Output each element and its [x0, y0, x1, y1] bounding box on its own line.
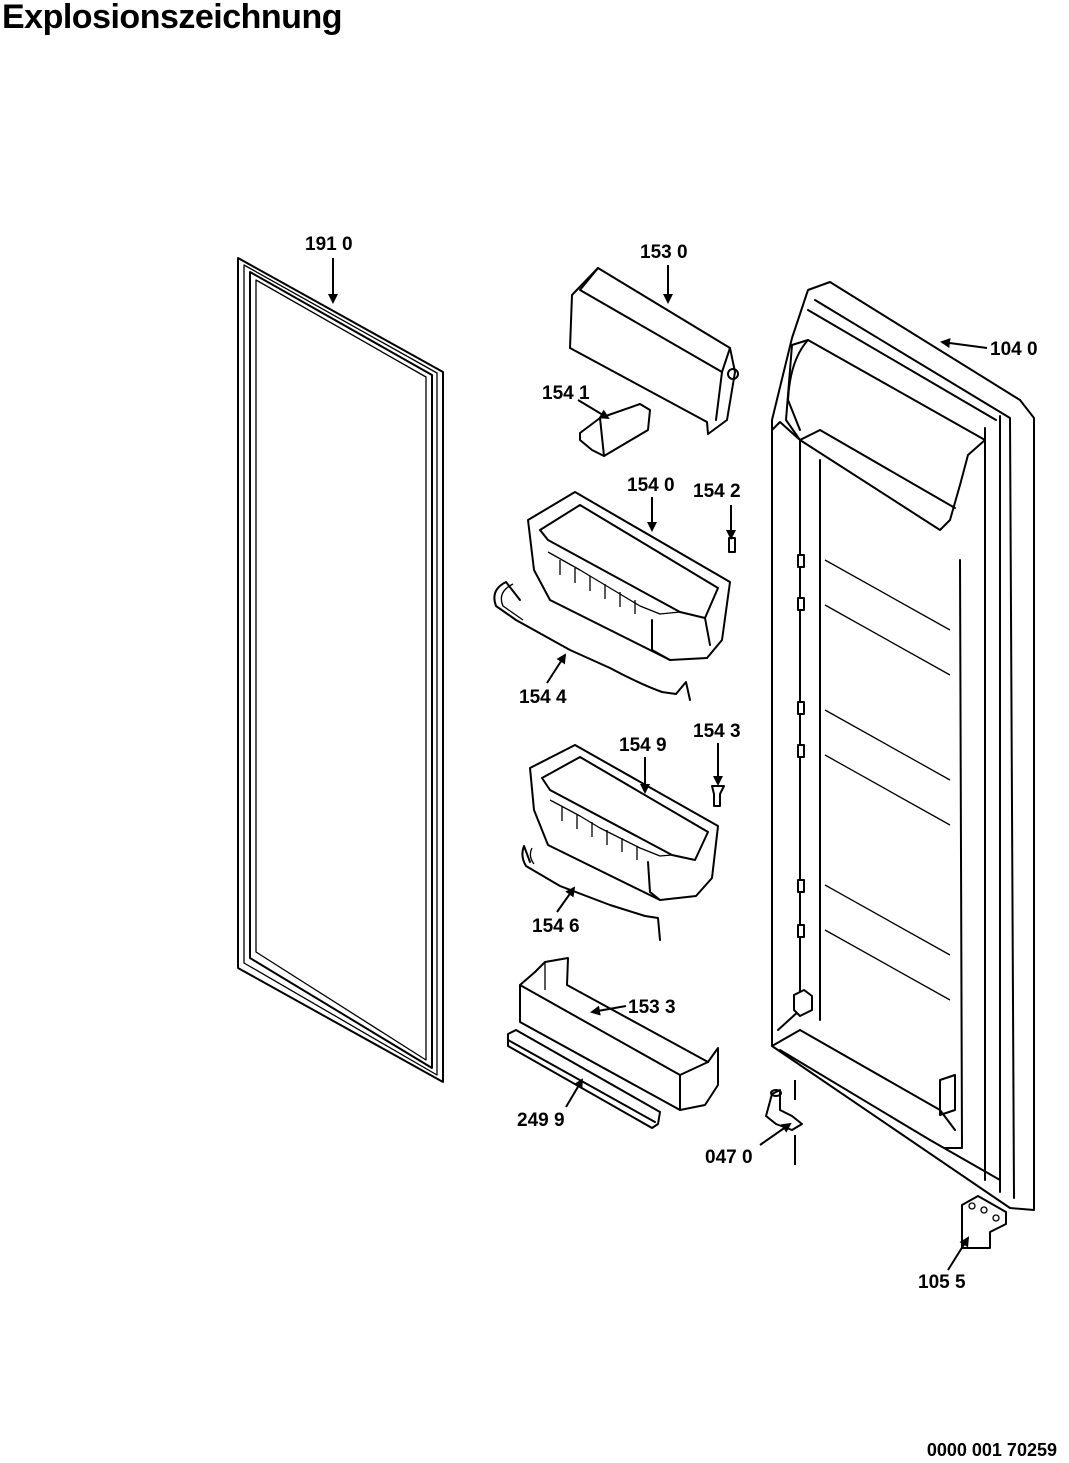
label-154-4: 154 4 [519, 687, 567, 708]
top-cover-part [569, 267, 739, 435]
door-shelf-middle-part [529, 744, 719, 901]
label-153-3: 153 3 [628, 997, 676, 1018]
label-154-3: 154 3 [693, 721, 741, 742]
label-047-0: 047 0 [705, 1147, 753, 1168]
label-191-0: 191 0 [305, 234, 353, 255]
document-number: 0000 001 70259 [926, 1440, 1057, 1460]
bottle-retainer-upper-part [493, 581, 691, 701]
hinge-bracket-part [961, 1195, 1007, 1249]
label-105-5: 105 5 [918, 1272, 966, 1293]
page-title: Explosionszeichnung [2, 0, 342, 36]
door-shelf-upper-part [527, 491, 731, 661]
label-154-2: 154 2 [693, 481, 741, 502]
label-154-1: 154 1 [542, 383, 590, 404]
cover-end-cap-part [579, 403, 651, 457]
pin-lower-part [711, 785, 725, 807]
bottle-shelf-part [519, 957, 719, 1111]
label-249-9: 249 9 [517, 1110, 565, 1131]
gasket-part [237, 257, 444, 1083]
leader-arrows [328, 258, 988, 1271]
door-part [771, 281, 1035, 1211]
hinge-pin-part [765, 1080, 803, 1165]
pin-upper-part [728, 537, 736, 553]
label-154-6: 154 6 [532, 916, 580, 937]
label-154-0: 154 0 [627, 475, 675, 496]
label-153-0: 153 0 [640, 242, 688, 263]
label-104-0: 104 0 [990, 339, 1038, 360]
label-154-9: 154 9 [619, 735, 667, 756]
bottle-retainer-lower-part [521, 845, 661, 941]
